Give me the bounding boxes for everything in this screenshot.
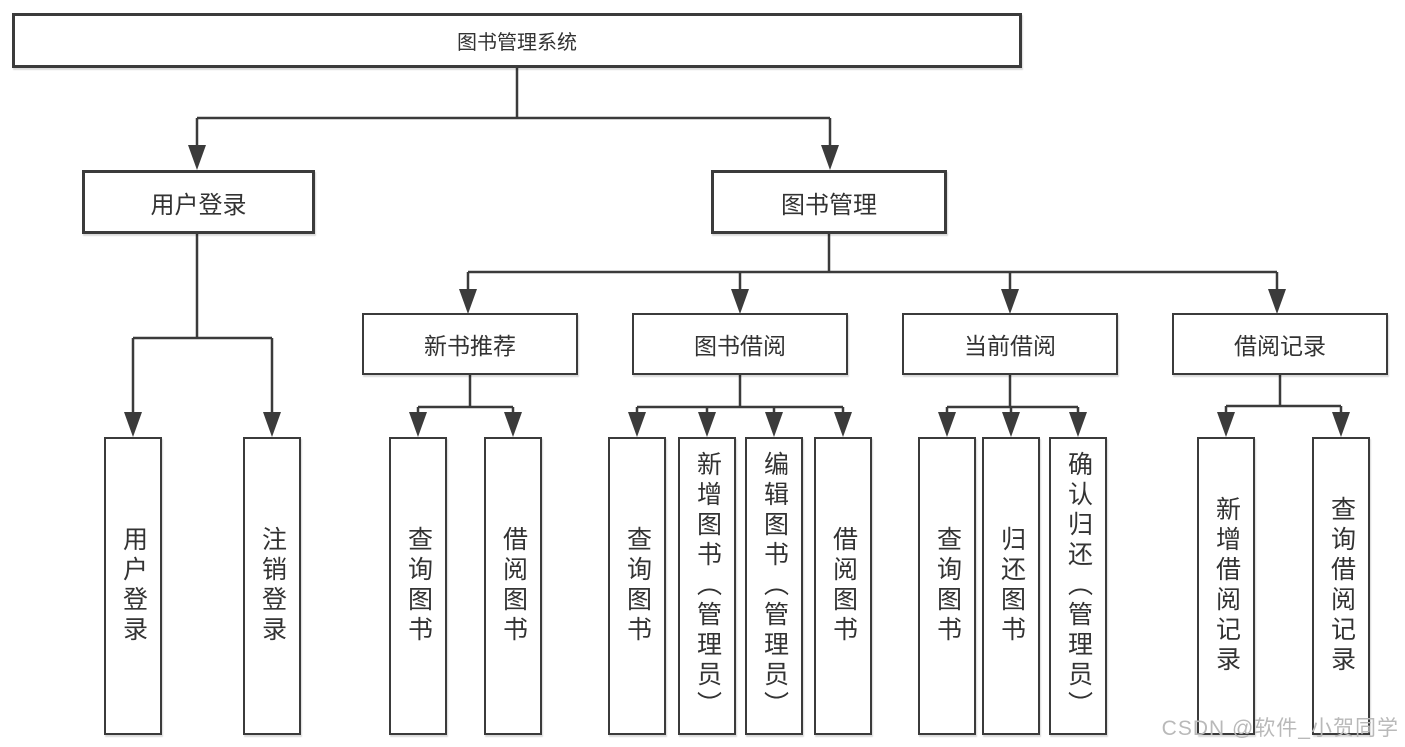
node-edit-books-admin: 编辑图书（管理员） (745, 437, 803, 735)
node-user-login: 用户登录 (104, 437, 162, 735)
node-return-books: 归还图书 (982, 437, 1040, 735)
node-confirm-return-admin: 确认归还（管理员） (1049, 437, 1107, 735)
node-borrowing-records: 借阅记录 (1172, 313, 1388, 375)
node-user-login-module: 用户登录 (82, 170, 315, 234)
node-book-borrowing: 图书借阅 (632, 313, 848, 375)
node-borrow-books-recommend: 借阅图书 (484, 437, 542, 735)
csdn-watermark: CSDN @软件_小贺同学 (1161, 717, 1399, 740)
node-borrow-books-borrowing: 借阅图书 (814, 437, 872, 735)
node-logout-login: 注销登录 (243, 437, 301, 735)
node-add-borrow-record: 新增借阅记录 (1197, 437, 1255, 735)
node-query-books-current: 查询图书 (918, 437, 976, 735)
node-query-borrow-record: 查询借阅记录 (1312, 437, 1370, 735)
node-new-book-recommend: 新书推荐 (362, 313, 578, 375)
node-query-books-borrowing: 查询图书 (608, 437, 666, 735)
node-book-management-module: 图书管理 (711, 170, 947, 234)
node-current-borrowing: 当前借阅 (902, 313, 1118, 375)
node-library-system: 图书管理系统 (12, 13, 1022, 68)
node-query-books-recommend: 查询图书 (389, 437, 447, 735)
node-add-books-admin: 新增图书（管理员） (678, 437, 736, 735)
